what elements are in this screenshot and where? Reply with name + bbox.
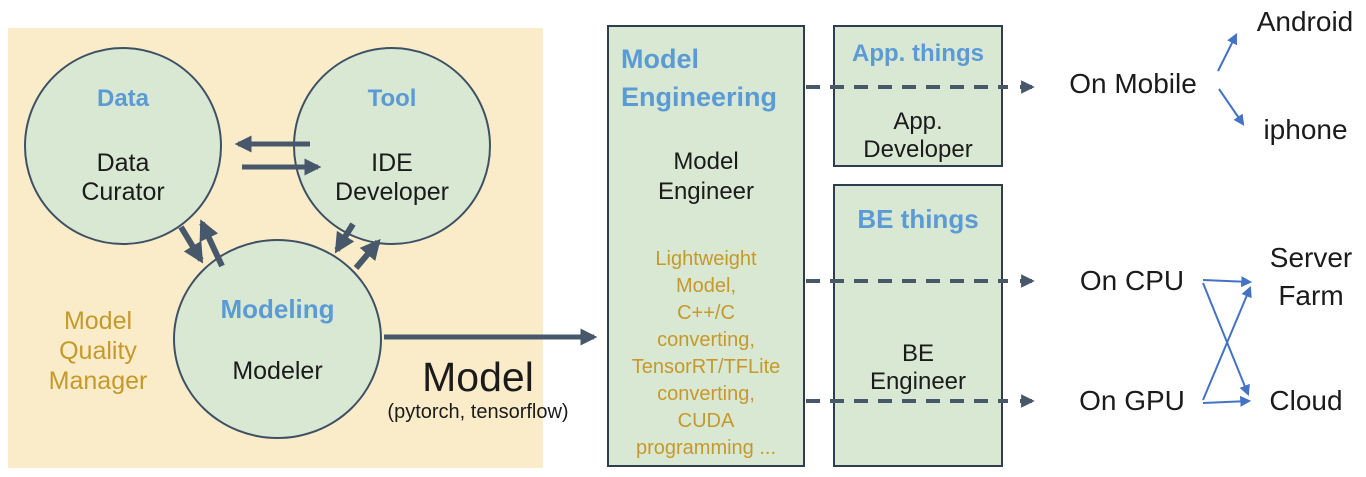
model-frameworks-label: (pytorch, tensorflow) bbox=[387, 401, 569, 423]
tool-circle: Tool IDE Developer bbox=[293, 47, 491, 245]
mobile-to-android-arrow bbox=[1217, 33, 1237, 72]
model-engineering-title: Model Engineering bbox=[621, 44, 778, 112]
app-developer-role: App. Developer bbox=[863, 108, 973, 163]
cloud-label: Cloud bbox=[1269, 385, 1343, 416]
data-circle-role: Data Curator bbox=[81, 149, 165, 206]
on-gpu-label: On GPU bbox=[1079, 385, 1185, 416]
app-things-title: App. things bbox=[852, 40, 984, 67]
android-label: Android bbox=[1256, 6, 1354, 37]
mobile-to-iphone-arrow bbox=[1218, 88, 1245, 126]
be-things-title: BE things bbox=[857, 204, 979, 234]
data-circle-title: Data bbox=[96, 85, 150, 112]
iphone-label: iphone bbox=[1263, 114, 1348, 145]
tool-circle-title: Tool bbox=[367, 85, 417, 112]
modeling-circle-role: Modeler bbox=[232, 357, 323, 385]
cpu-to-server-farm-arrow bbox=[1202, 276, 1253, 288]
modeling-circle: Modeling Modeler bbox=[173, 239, 382, 439]
be-things-box: BE things BE Engineer bbox=[833, 184, 1003, 467]
model-engineering-box: Model Engineering Model Engineer Lightwe… bbox=[607, 25, 805, 467]
data-circle: Data Data Curator bbox=[24, 47, 222, 245]
modeling-circle-title: Modeling bbox=[220, 294, 335, 324]
model-engineering-skills: Lightweight Model, C++/C converting, Ten… bbox=[631, 248, 781, 459]
be-engineer-role: BE Engineer bbox=[869, 340, 967, 395]
model-artifact-label: Model bbox=[422, 354, 534, 400]
model-engineer-role: Model Engineer bbox=[657, 148, 755, 205]
gpu-to-cloud-arrow bbox=[1202, 395, 1252, 407]
gpu-to-server-farm-arrow bbox=[1202, 285, 1252, 401]
tool-circle-role: IDE Developer bbox=[335, 149, 449, 206]
cpu-to-cloud-arrow bbox=[1202, 282, 1250, 397]
on-mobile-label: On Mobile bbox=[1069, 68, 1197, 99]
app-things-box: App. things App. Developer bbox=[833, 25, 1003, 167]
server-farm-label: Server Farm bbox=[1269, 242, 1353, 311]
on-cpu-label: On CPU bbox=[1079, 265, 1185, 296]
model-quality-manager-label: Model Quality Manager bbox=[48, 307, 148, 395]
